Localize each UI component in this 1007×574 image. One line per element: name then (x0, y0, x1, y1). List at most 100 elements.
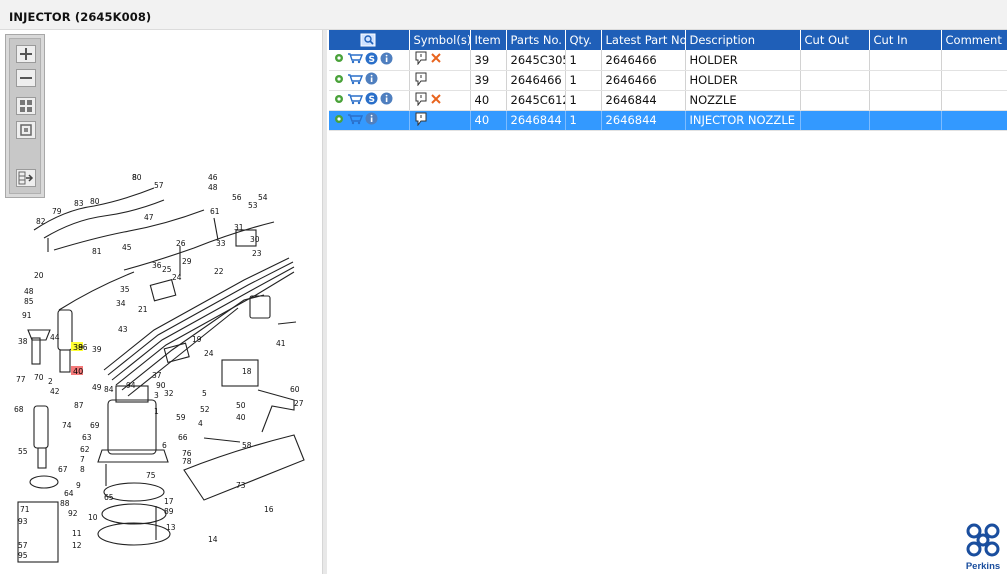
callout-label[interactable]: 13 (166, 523, 176, 532)
callout-label[interactable]: 58 (242, 441, 252, 450)
callout-label[interactable]: 25 (162, 265, 172, 274)
cross-icon[interactable] (430, 52, 442, 67)
callout-label[interactable]: 54 (258, 193, 268, 202)
callout-label[interactable]: 50 (236, 401, 246, 410)
callout-label[interactable]: 61 (210, 207, 220, 216)
callout-label[interactable]: 49 (92, 383, 102, 392)
s-badge-icon[interactable]: S (365, 92, 378, 108)
callout-label[interactable]: 62 (80, 445, 90, 454)
callout-label[interactable]: 16 (264, 505, 274, 514)
callout-label[interactable]: 46 (208, 173, 218, 182)
column-item[interactable]: Item (470, 30, 507, 50)
callout-label[interactable]: 57 (18, 541, 28, 550)
callout-label[interactable]: 23 (252, 249, 262, 258)
callout-39-highlight[interactable] (71, 342, 83, 351)
callout-label[interactable]: 53 (248, 201, 258, 210)
callout-label[interactable]: 85 (24, 297, 34, 306)
column-qty[interactable]: Qty. (565, 30, 602, 50)
callout-label[interactable]: 17 (164, 497, 174, 506)
search-grid-icon[interactable] (360, 33, 376, 47)
callout-label[interactable]: 66 (178, 433, 188, 442)
callout-label[interactable]: 83 (74, 199, 84, 208)
note-icon[interactable] (414, 72, 428, 89)
callout-label[interactable]: 65 (104, 493, 114, 502)
callout-label[interactable]: 48 (24, 287, 34, 296)
s-badge-icon[interactable]: S (365, 52, 378, 68)
column-latest-part-no[interactable]: Latest Part No. (601, 30, 686, 50)
callout-label[interactable]: 6 (162, 441, 167, 450)
callout-label[interactable]: 26 (176, 239, 186, 248)
column-cut-in[interactable]: Cut In (869, 30, 942, 50)
callout-label[interactable]: 19 (192, 335, 202, 344)
zoom-out-icon[interactable] (16, 69, 36, 87)
column-search[interactable] (329, 30, 410, 50)
column-parts-no[interactable]: Parts No. (506, 30, 566, 50)
callout-40-highlight[interactable] (71, 366, 83, 375)
callout-label[interactable]: 52 (200, 405, 210, 414)
callout-label[interactable]: 5 (202, 389, 207, 398)
cart-icon[interactable] (347, 93, 364, 108)
cross-icon[interactable] (430, 93, 442, 108)
callout-label[interactable]: 75 (146, 471, 156, 480)
callout-label[interactable]: 64 (64, 489, 74, 498)
callout-label[interactable]: 24 (172, 273, 182, 282)
cart-icon[interactable] (347, 113, 364, 128)
callout-label[interactable]: 40 (236, 413, 246, 422)
callout-label[interactable]: 86 (78, 343, 88, 352)
callout-label[interactable]: 4 (198, 419, 203, 428)
callout-label[interactable]: 2 (48, 377, 53, 386)
column-comment[interactable]: Comment (941, 30, 1007, 50)
callout-label[interactable]: 94 (126, 381, 136, 390)
callout-label[interactable]: 43 (118, 325, 128, 334)
callout-label[interactable]: 57 (154, 181, 164, 190)
callout-label[interactable]: 91 (22, 311, 32, 320)
callout-label[interactable]: 81 (92, 247, 102, 256)
callout-label[interactable]: 80 (90, 197, 100, 206)
actual-size-icon[interactable] (16, 121, 36, 139)
callout-label[interactable]: 71 (20, 505, 30, 514)
callout-label[interactable]: 79 (52, 207, 62, 216)
callout-label[interactable]: 59 (176, 413, 186, 422)
callout-label[interactable]: 44 (50, 333, 60, 342)
cart-icon[interactable] (347, 52, 364, 67)
callout-label[interactable]: 37 (152, 371, 162, 380)
callout-label[interactable]: 9 (76, 481, 81, 490)
callout-label[interactable]: 93 (18, 517, 28, 526)
callout-label[interactable]: 84 (104, 385, 114, 394)
callout-label[interactable]: 55 (18, 447, 28, 456)
gear-icon[interactable] (333, 73, 345, 88)
diagram-pane[interactable] (0, 30, 322, 574)
fit-view-icon[interactable] (16, 97, 36, 115)
note-icon[interactable] (414, 51, 428, 68)
callout-label[interactable]: 30 (250, 235, 260, 244)
callout-label[interactable]: 90 (156, 381, 166, 390)
callout-label[interactable]: 38 (18, 337, 28, 346)
callout-label[interactable]: 7 (80, 455, 85, 464)
note-icon[interactable] (414, 92, 428, 109)
callout-label[interactable]: 63 (82, 433, 92, 442)
callout-label[interactable]: 24 (204, 349, 214, 358)
gear-icon[interactable] (333, 113, 345, 128)
callout-label[interactable]: 45 (122, 243, 132, 252)
callout-label[interactable]: 68 (14, 405, 24, 414)
callout-label[interactable]: 8 (132, 173, 137, 182)
callout-label[interactable]: 89 (164, 507, 174, 516)
info-icon[interactable] (380, 52, 393, 68)
callout-label[interactable]: 74 (62, 421, 72, 430)
callout-label[interactable]: 33 (216, 239, 226, 248)
callout-label[interactable]: 31 (234, 223, 244, 232)
callout-label[interactable]: 10 (88, 513, 98, 522)
callout-label[interactable]: 35 (120, 285, 130, 294)
pane-splitter[interactable] (322, 30, 327, 574)
callout-label[interactable]: 78 (182, 457, 192, 466)
callout-label[interactable]: 76 (182, 449, 192, 458)
callout-label[interactable]: 60 (290, 385, 300, 394)
callout-label[interactable]: 80 (132, 173, 142, 182)
note-icon[interactable] (414, 112, 428, 129)
callout-label[interactable]: 82 (36, 217, 46, 226)
callout-label[interactable]: 92 (68, 509, 78, 518)
